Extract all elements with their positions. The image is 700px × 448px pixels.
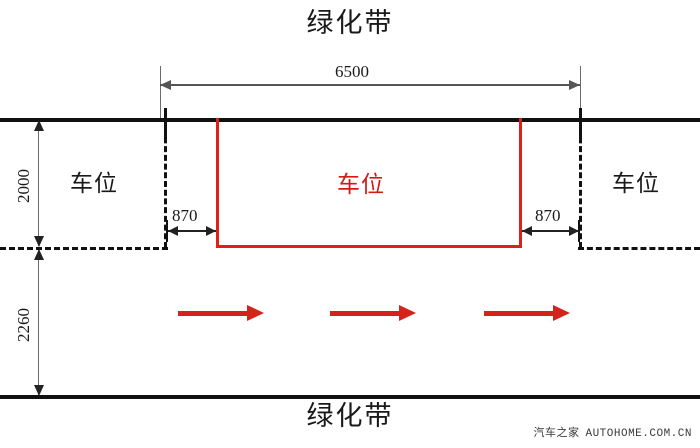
arrow-2000-top-icon (34, 120, 44, 131)
highlighted-stall-label: 车位 (337, 172, 385, 197)
curb-line-top (0, 118, 700, 122)
arrow-2260-top-icon (34, 249, 44, 260)
dimension-line-2000 (38, 122, 39, 246)
green-belt-bottom-label: 绿化带 (306, 401, 394, 431)
arrow-right-6500-icon (569, 80, 580, 90)
watermark-cn-text: 汽车之家 (533, 427, 580, 439)
watermark: 汽车之家 AUTOHOME.COM.CN (533, 424, 692, 440)
arrow-left-870-start-icon (168, 226, 178, 236)
stall-divider-right (579, 120, 582, 248)
stall-label-left: 车位 (70, 171, 118, 196)
green-belt-top-label: 绿化带 (306, 8, 394, 38)
stall-boundary-dashed-left (0, 247, 168, 250)
extension-line-right-6500 (580, 66, 581, 120)
traffic-direction-arrow-icon (178, 305, 264, 321)
stall-boundary-dashed-right (578, 247, 700, 250)
curb-line-bottom (0, 395, 700, 399)
witness-tick-right-870 (578, 220, 580, 242)
stall-divider-left (164, 120, 167, 248)
stall-divider-tick-left (164, 108, 167, 140)
dimension-bar-6500 (160, 84, 580, 86)
highlighted-parking-space (216, 118, 522, 248)
witness-tick-left-870 (166, 220, 168, 242)
dimension-bar-left-870 (168, 230, 216, 232)
dimension-label-2260: 2260 (14, 308, 33, 342)
arrow-right-870-start-icon (522, 226, 532, 236)
arrow-right-870-end-icon (569, 226, 579, 236)
arrow-2000-bottom-icon (34, 236, 44, 247)
dimension-line-2260 (38, 250, 39, 395)
traffic-direction-arrow-icon (330, 305, 416, 321)
stall-divider-tick-right (579, 108, 582, 140)
dimension-label-right-870: 870 (535, 206, 561, 225)
dimension-label-6500: 6500 (335, 62, 369, 81)
arrow-left-870-end-icon (206, 226, 216, 236)
watermark-domain-text: AUTOHOME.COM.CN (585, 428, 692, 440)
dimension-bar-right-870 (522, 230, 579, 232)
stall-label-right: 车位 (612, 171, 660, 196)
arrow-left-6500-icon (160, 80, 171, 90)
traffic-direction-arrow-icon (484, 305, 570, 321)
extension-line-left-6500 (160, 66, 161, 120)
dimension-label-left-870: 870 (172, 206, 198, 225)
dimension-label-2000: 2000 (14, 169, 33, 203)
arrow-2260-bottom-icon (34, 385, 44, 396)
